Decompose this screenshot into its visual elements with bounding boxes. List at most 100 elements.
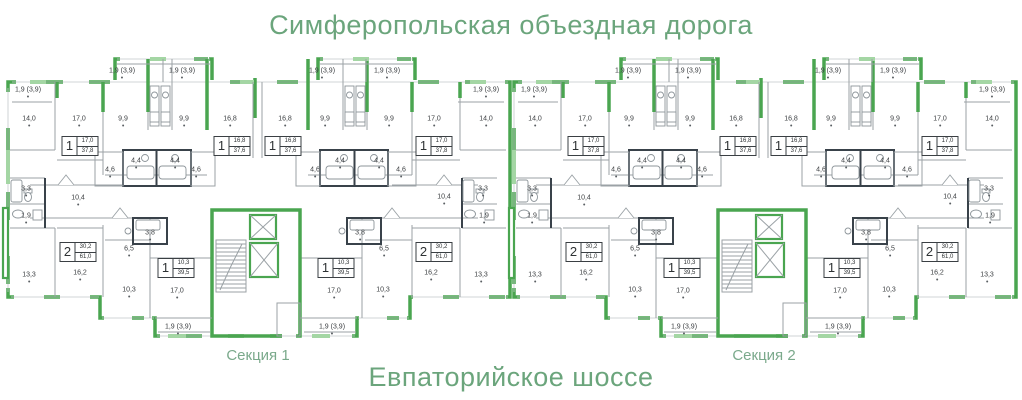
room-area-label: 1,9 (3,9): [674, 67, 702, 75]
apartment-total-area: 37,6: [786, 146, 807, 156]
room-area-label: 1,9 (3,9): [472, 86, 500, 94]
room-area-label: 1,9 (3,9): [824, 323, 852, 331]
room-area-label: 4,6: [902, 166, 912, 174]
bathtub-icon: [632, 154, 693, 180]
apartment-rooms-count: 1: [266, 137, 281, 155]
apartment-total-area: 39,5: [679, 268, 700, 278]
room-area-label: 17,0: [170, 287, 184, 295]
room-area-label: 14,0: [528, 115, 542, 123]
room-area-label: 1,9: [21, 212, 31, 220]
apartment-living-area: 17,0: [81, 138, 94, 144]
apartment-rooms-count: 1: [159, 259, 174, 277]
section-plan: [507, 57, 1018, 338]
room-area-label: 16,2: [73, 269, 87, 277]
room-area-label: 1,9 (3,9): [168, 67, 196, 75]
apartment-rooms-count: 1: [721, 137, 736, 155]
apartment-total-area: 37,8: [77, 146, 98, 156]
room-area-label: 16,2: [579, 269, 593, 277]
apartment-living-area: 16,8: [739, 138, 752, 144]
apartment-rooms-count: 1: [569, 137, 584, 155]
room-area-label: 10,3: [122, 286, 136, 294]
apartment-total-area: 39,5: [333, 268, 354, 278]
room-area-label: 9,9: [179, 115, 189, 123]
apartment-total-area: 37,8: [431, 146, 452, 156]
apartment-rooms-count: 1: [63, 137, 78, 155]
room-area-label: 14,0: [479, 115, 493, 123]
room-area-label: 3,8: [355, 229, 365, 237]
apartment-total-area: 37,8: [583, 146, 604, 156]
apartment-rooms-count: 1: [319, 259, 334, 277]
room-area-label: 17,0: [933, 115, 947, 123]
room-area-label: 6,5: [885, 245, 895, 253]
room-area-label: 3,8: [651, 229, 661, 237]
room-area-label: 1,9 (3,9): [373, 67, 401, 75]
apartment-living-area: 30,2: [585, 244, 598, 250]
room-area-label: 17,0: [327, 287, 341, 295]
room-area-label: 9,9: [384, 115, 394, 123]
room-area-label: 4,6: [191, 166, 201, 174]
room-area-label: 1,9 (3,9): [879, 67, 907, 75]
room-area-label: 3,8: [145, 229, 155, 237]
room-area-label: 4,6: [816, 166, 826, 174]
room-area-label: 17,0: [676, 287, 690, 295]
apartment-rooms-count: 2: [61, 243, 76, 261]
apartment-living-area: 17,0: [435, 138, 448, 144]
room-area-label: 4,4: [880, 157, 890, 165]
room-area-label: 10,3: [882, 286, 896, 294]
room-area-label: 1,9: [479, 212, 489, 220]
room-area-label: 4,4: [374, 157, 384, 165]
room-area-label: 3,3: [984, 185, 994, 193]
apartment-total-area: 37,6: [229, 146, 250, 156]
room-area-label: 4,6: [697, 166, 707, 174]
room-area-label: 4,6: [105, 166, 115, 174]
apartment-living-area: 10,3: [843, 260, 856, 266]
room-area-label: 13,3: [528, 271, 542, 279]
room-area-label: 3,3: [21, 185, 31, 193]
room-area-label: 3,3: [478, 185, 488, 193]
room-area-label: 10,4: [943, 193, 957, 201]
room-area-label: 9,9: [826, 115, 836, 123]
room-area-label: 6,5: [630, 245, 640, 253]
apartment-living-area: 10,3: [337, 260, 350, 266]
apartment-rooms-count: 1: [772, 137, 787, 155]
apartment-total-area: 39,5: [839, 268, 860, 278]
room-area-label: 10,3: [628, 286, 642, 294]
apartment-total-area: 37,8: [937, 146, 958, 156]
room-area-label: 4,4: [335, 157, 345, 165]
room-area-label: 1,9 (3,9): [614, 67, 642, 75]
room-area-label: 9,9: [890, 115, 900, 123]
apartment-rooms-count: 1: [825, 259, 840, 277]
apartment-living-area: 16,8: [284, 138, 297, 144]
apartment-living-area: 10,3: [683, 260, 696, 266]
apartment-rooms-count: 1: [923, 137, 938, 155]
bathtub-icon: [126, 154, 187, 180]
room-area-label: 16,2: [424, 269, 438, 277]
small-bathroom-fixtures-icon: [124, 219, 161, 235]
room-area-label: 10,3: [376, 286, 390, 294]
room-area-label: 4,4: [841, 157, 851, 165]
room-area-label: 1,9 (3,9): [318, 323, 346, 331]
apartment-total-area: 61,0: [581, 252, 602, 262]
room-area-label: 13,3: [474, 271, 488, 279]
room-area-label: 4,6: [611, 166, 621, 174]
apartment-living-area: 30,2: [941, 244, 954, 250]
apartment-living-area: 16,8: [790, 138, 803, 144]
apartment-living-area: 17,0: [941, 138, 954, 144]
room-area-label: 1,9 (3,9): [520, 86, 548, 94]
room-area-label: 1,9 (3,9): [670, 323, 698, 331]
bottom-road-label: Евпаторийское шоссе: [368, 362, 654, 392]
room-area-label: 1,9 (3,9): [978, 86, 1006, 94]
room-area-label: 9,9: [685, 115, 695, 123]
room-area-label: 17,0: [427, 115, 441, 123]
